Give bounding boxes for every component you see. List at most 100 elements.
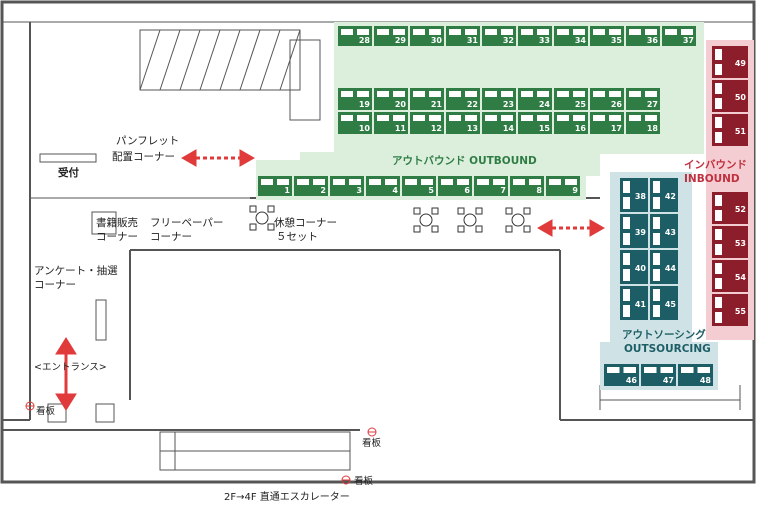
booth-number: 51: [735, 127, 747, 136]
booth-number: 10: [359, 124, 371, 133]
booth-10: 10: [338, 112, 372, 134]
booth-number: 52: [735, 205, 746, 214]
booth-22: 22: [446, 88, 480, 110]
booth-38: 38: [620, 178, 648, 212]
booth-14: 14: [482, 112, 516, 134]
booth-7: 7: [474, 176, 508, 196]
sign-marker-3: [341, 475, 351, 485]
label-reception: 受付: [58, 166, 79, 179]
booth-number: 35: [611, 36, 623, 45]
arrow-pamphlet: [180, 149, 256, 167]
booth-16: 16: [554, 112, 588, 134]
booth-21: 21: [410, 88, 444, 110]
booth-number: 30: [431, 36, 443, 45]
booth-32: 32: [482, 26, 516, 46]
label-freepaper-2: コーナー: [150, 231, 192, 243]
label-outsourcing-2: OUTSOURCING: [624, 343, 711, 355]
booth-number: 2: [320, 186, 326, 195]
booth-number: 41: [635, 300, 647, 309]
label-inbound-1: インバウンド: [684, 159, 747, 171]
booth-number: 49: [735, 59, 747, 68]
booth-42: 42: [650, 178, 678, 212]
booth-52: 52: [712, 192, 748, 224]
booth-5: 5: [402, 176, 436, 196]
booth-2: 2: [294, 176, 328, 196]
booth-43: 43: [650, 214, 678, 248]
booth-31: 31: [446, 26, 480, 46]
booth-number: 47: [663, 376, 674, 385]
booth-number: 1: [284, 186, 290, 195]
booth-number: 13: [467, 124, 478, 133]
booth-number: 29: [395, 36, 407, 45]
booth-number: 46: [626, 376, 638, 385]
booth-number: 31: [467, 36, 479, 45]
booth-28: 28: [338, 26, 372, 46]
label-sign-3: 看板: [354, 475, 374, 487]
booth-46: 46: [604, 364, 639, 386]
booth-54: 54: [712, 260, 748, 292]
label-pamphlet-2: 配置コーナー: [112, 151, 175, 163]
booth-13: 13: [446, 112, 480, 134]
booth-number: 12: [431, 124, 442, 133]
label-outbound: アウトバウンド OUTBOUND: [392, 155, 537, 167]
arrow-entrance: [55, 337, 77, 411]
booth-23: 23: [482, 88, 516, 110]
booth-37: 37: [662, 26, 696, 46]
booth-number: 54: [735, 273, 747, 282]
rest-tables: [249, 205, 531, 233]
booth-number: 8: [536, 186, 542, 195]
booth-45: 45: [650, 286, 678, 320]
booth-number: 44: [665, 264, 677, 273]
booth-number: 42: [665, 192, 676, 201]
booth-39: 39: [620, 214, 648, 248]
booth-number: 17: [611, 124, 622, 133]
booth-15: 15: [518, 112, 552, 134]
upper-stairs: [139, 29, 321, 121]
booth-55: 55: [712, 294, 748, 326]
booth-number: 20: [395, 100, 407, 109]
booth-19: 19: [338, 88, 372, 110]
booth-36: 36: [626, 26, 660, 46]
booth-1: 1: [258, 176, 292, 196]
booth-53: 53: [712, 226, 748, 258]
booth-30: 30: [410, 26, 444, 46]
label-books-2: コーナー: [96, 231, 138, 243]
booth-number: 27: [647, 100, 658, 109]
booth-41: 41: [620, 286, 648, 320]
booth-number: 53: [735, 239, 746, 248]
arrow-rest: [536, 219, 606, 237]
booth-number: 22: [467, 100, 478, 109]
booth-17: 17: [590, 112, 624, 134]
booth-number: 11: [395, 124, 407, 133]
escalator-structure: [47, 211, 351, 471]
booth-44: 44: [650, 250, 678, 284]
rest-table: [413, 207, 439, 233]
label-sign-2: 看板: [362, 437, 382, 449]
booth-48: 48: [678, 364, 713, 386]
label-survey-1: アンケート・抽選: [34, 264, 118, 277]
booth-number: 36: [647, 36, 659, 45]
booth-11: 11: [374, 112, 408, 134]
booth-3: 3: [330, 176, 364, 196]
label-outsourcing-1: アウトソーシング: [622, 328, 706, 341]
booth-8: 8: [510, 176, 544, 196]
booth-number: 4: [392, 186, 398, 195]
booth-18: 18: [626, 112, 660, 134]
booth-number: 50: [735, 93, 747, 102]
booth-29: 29: [374, 26, 408, 46]
booth-number: 40: [635, 264, 647, 273]
booth-number: 23: [503, 100, 514, 109]
booth-number: 38: [635, 192, 647, 201]
booth-number: 18: [647, 124, 659, 133]
booth-9: 9: [546, 176, 580, 196]
booth-number: 16: [575, 124, 587, 133]
booth-number: 26: [611, 100, 623, 109]
booth-number: 9: [572, 186, 578, 195]
booth-number: 25: [575, 100, 587, 109]
booth-number: 55: [735, 307, 747, 316]
label-inbound-2: INBOUND: [684, 173, 740, 185]
booth-25: 25: [554, 88, 588, 110]
